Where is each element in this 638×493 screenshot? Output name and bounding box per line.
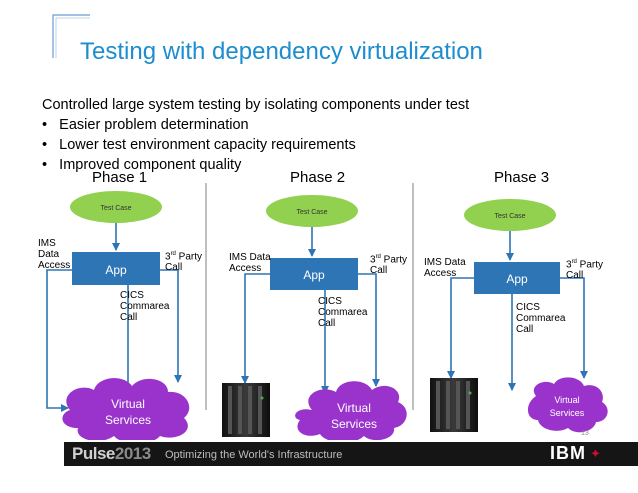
connector bbox=[46, 269, 72, 412]
connector bbox=[358, 273, 380, 387]
test-case-label: Test Case bbox=[296, 209, 327, 216]
virtual-services-node bbox=[527, 377, 608, 433]
test-case-label: Test Case bbox=[100, 205, 131, 212]
test-case-node bbox=[266, 195, 358, 227]
ibm-mark-icon: ✦ bbox=[590, 446, 601, 461]
app-node bbox=[270, 258, 358, 290]
phase-3-label: Phase 3 bbox=[494, 169, 550, 186]
third-party-call-label: 3rd Party Call bbox=[566, 259, 604, 282]
phase-3-diagram: Test Case App Virtual Services bbox=[430, 199, 608, 433]
bullet-item: • Lower test environment capacity requir… bbox=[42, 137, 356, 153]
test-case-node bbox=[70, 191, 162, 223]
connector bbox=[560, 277, 588, 379]
app-label: App bbox=[105, 263, 127, 277]
footer-bar bbox=[64, 442, 638, 466]
page-title: Testing with dependency virtualization bbox=[80, 38, 483, 65]
phase-1-diagram: Test Case App Virtual Services bbox=[46, 191, 190, 440]
phase-1-label: Phase 1 bbox=[92, 169, 148, 186]
phase-2-diagram: Test Case App Virtual Services bbox=[222, 195, 407, 440]
ibm-logo: IBM bbox=[550, 443, 586, 463]
connector bbox=[241, 273, 270, 384]
page-number: 13 bbox=[581, 430, 589, 437]
bullet-item: • Improved component quality bbox=[42, 157, 242, 173]
server-icon bbox=[430, 378, 478, 432]
app-label: App bbox=[303, 268, 325, 282]
bullet-list: Controlled large system testing by isola… bbox=[42, 95, 469, 175]
third-party-call-label: 3rd Party Call bbox=[165, 251, 203, 274]
virtual-label: Services bbox=[105, 413, 151, 427]
virtual-label: Services bbox=[550, 408, 585, 418]
test-case-node bbox=[464, 199, 556, 231]
phase-2-label: Phase 2 bbox=[290, 169, 346, 186]
corner-bracket-icon bbox=[52, 14, 90, 58]
virtual-label: Services bbox=[331, 417, 377, 431]
bullet-intro: Controlled large system testing by isola… bbox=[42, 97, 470, 113]
app-node bbox=[72, 252, 160, 285]
virtual-services-node bbox=[62, 378, 190, 440]
virtual-label: Virtual bbox=[337, 401, 371, 415]
footer-tagline: Optimizing the World's Infrastructure bbox=[165, 449, 343, 461]
server-icon bbox=[222, 383, 270, 437]
app-node bbox=[474, 262, 560, 294]
virtual-label: Virtual bbox=[554, 395, 579, 405]
test-case-label: Test Case bbox=[494, 213, 525, 220]
bullet-item: • Easier problem determination bbox=[42, 117, 249, 133]
connector bbox=[447, 277, 474, 379]
virtual-services-node bbox=[295, 381, 407, 440]
third-party-call-label: 3rd Party Call bbox=[370, 254, 408, 277]
connector bbox=[160, 269, 182, 383]
app-label: App bbox=[506, 272, 528, 286]
footer-logo: Pulse2013 bbox=[72, 444, 151, 463]
virtual-label: Virtual bbox=[111, 397, 145, 411]
diagram-canvas: Test Case App Virtual Services Test Case… bbox=[46, 183, 608, 440]
